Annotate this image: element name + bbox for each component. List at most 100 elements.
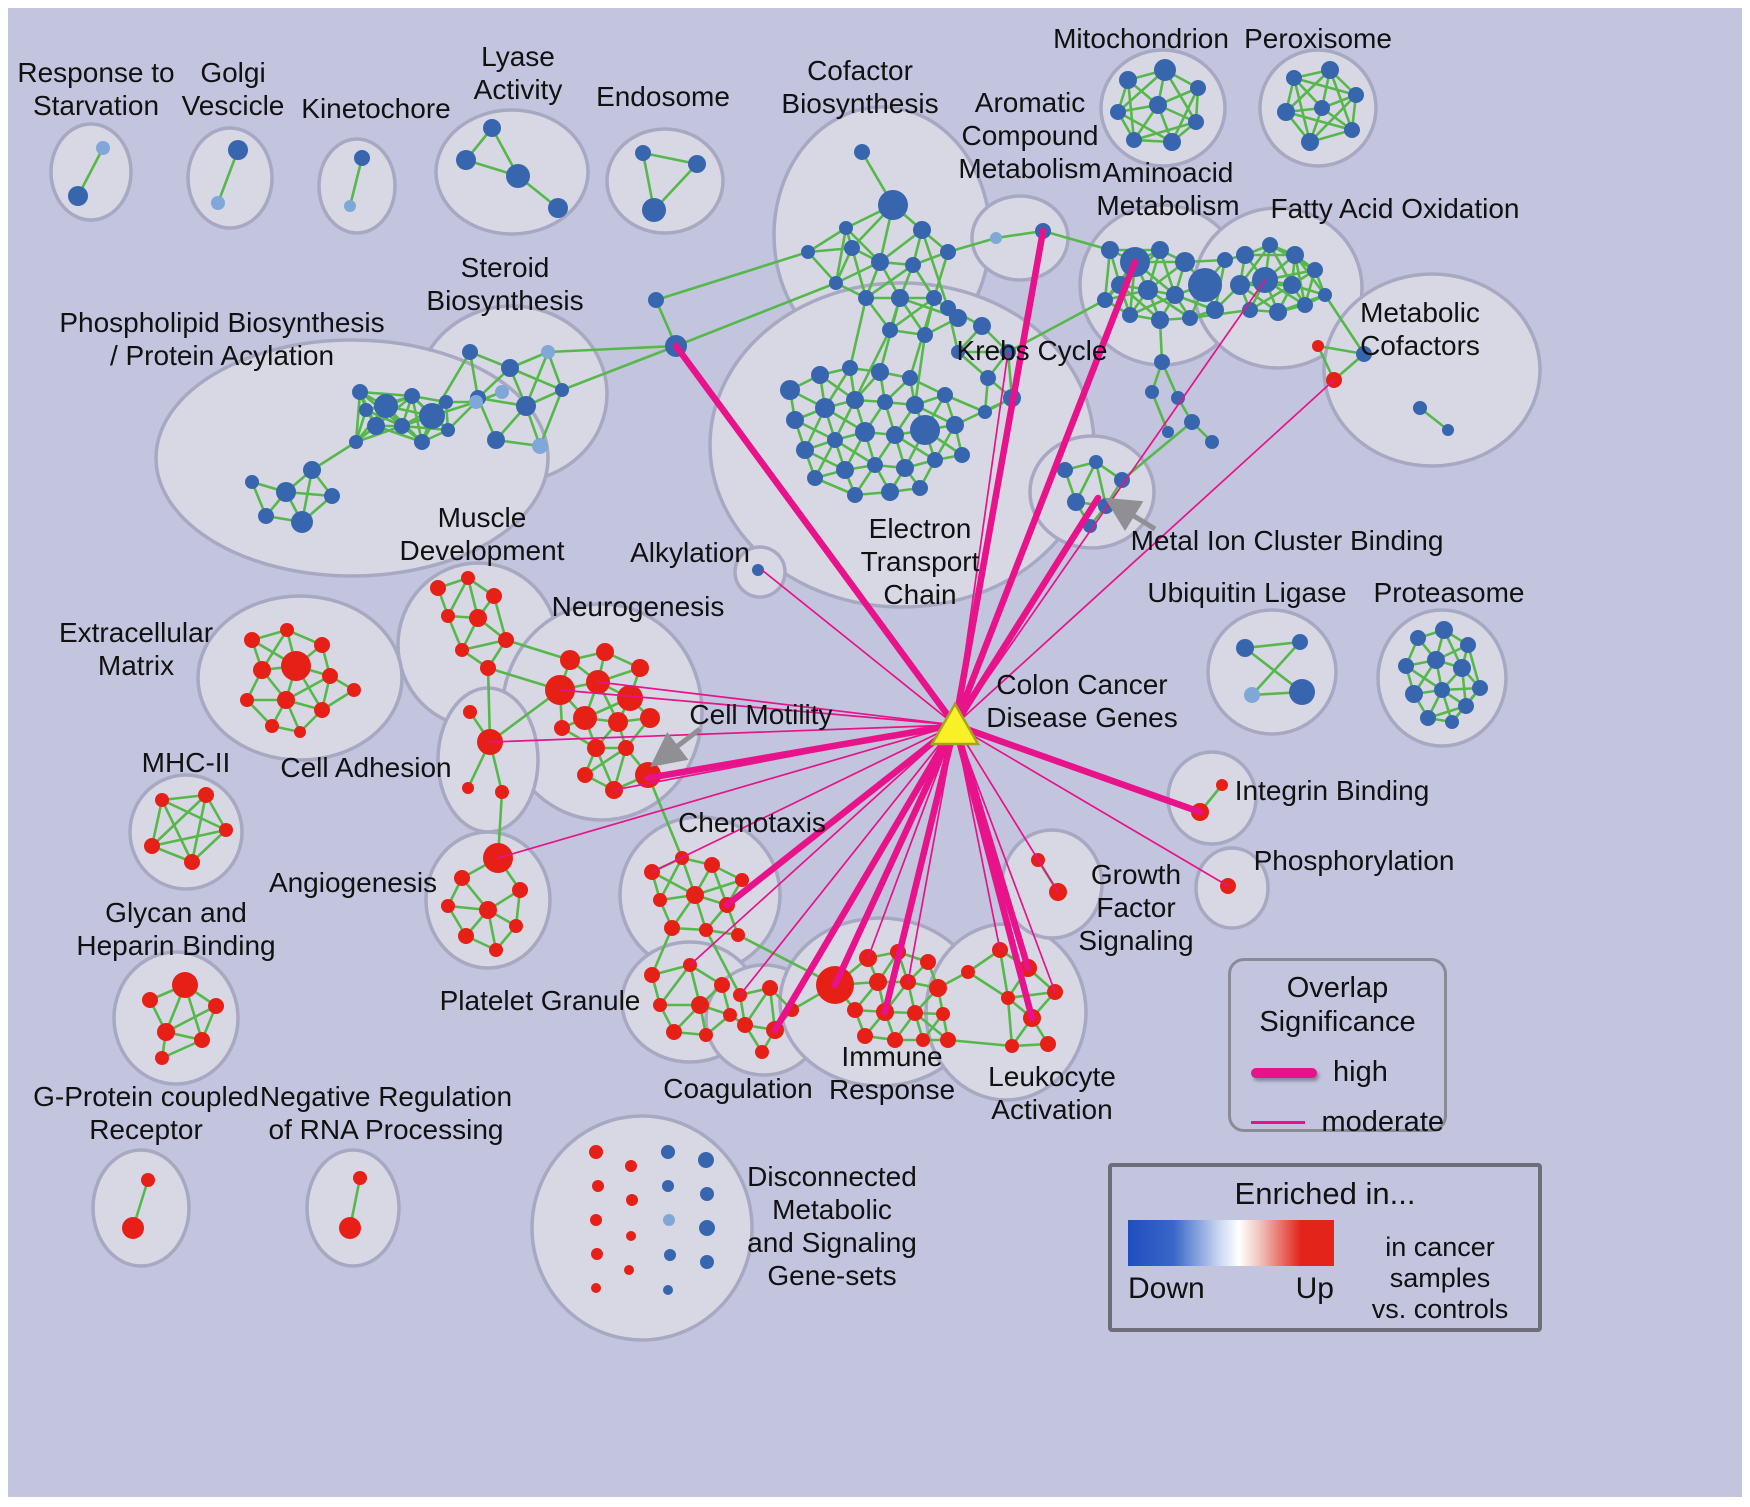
cluster-label-growth-factor-signaling: Factor [1096, 892, 1175, 923]
cluster-label-phosphorylation: Phosphorylation [1254, 845, 1455, 876]
overlap-edge-moderate [597, 681, 956, 726]
network-node [871, 253, 889, 271]
cluster-label-phospholipid-biosynthesis: Phospholipid Biosynthesis [59, 307, 384, 338]
network-node [910, 415, 940, 445]
network-node [122, 1217, 144, 1239]
network-node [1286, 246, 1304, 264]
cluster-label-aminoacid-metabolism: Aminoacid [1103, 157, 1234, 188]
legend-enriched-note: in cancer samples vs. controls [1352, 1220, 1528, 1325]
network-node [686, 886, 704, 904]
network-node [501, 359, 519, 377]
network-node [815, 398, 835, 418]
network-node [936, 1007, 950, 1021]
cluster-label-golgi-vescicle: Vescicle [182, 90, 285, 121]
network-node [1114, 472, 1130, 488]
network-node [1154, 59, 1176, 81]
network-node [1151, 241, 1169, 259]
network-node [454, 870, 470, 886]
network-node [441, 899, 455, 913]
green-edge [806, 226, 848, 254]
network-node [1262, 237, 1278, 253]
green-edge [834, 226, 848, 285]
network-node [635, 145, 651, 161]
network-node [1297, 297, 1313, 313]
network-node [617, 685, 643, 711]
network-node [506, 164, 530, 188]
network-node [1188, 268, 1222, 302]
cluster-label-neurogenesis: Neurogenesis [552, 591, 725, 622]
network-node [322, 668, 338, 684]
network-node [1348, 87, 1364, 103]
network-node [374, 394, 398, 418]
network-node [978, 405, 992, 419]
overlap-edge-high [881, 721, 959, 1016]
cluster-label-phospholipid-biosynthesis: / Protein Acylation [110, 340, 334, 371]
network-node [1097, 292, 1113, 308]
network-node [1286, 70, 1302, 86]
network-node [480, 660, 496, 676]
cluster-label-immune-response: Immune [841, 1041, 942, 1072]
hub-layer [929, 701, 981, 746]
overlap-edge-moderate [954, 379, 1335, 726]
network-node [902, 370, 918, 386]
network-node [184, 854, 200, 870]
network-node [1312, 340, 1324, 352]
cluster-label-growth-factor-signaling: Signaling [1078, 925, 1193, 956]
network-node [487, 431, 505, 449]
cluster-label-proteasome: Proteasome [1374, 577, 1525, 608]
network-node [920, 954, 936, 970]
network-node [1458, 698, 1474, 714]
network-node [394, 418, 410, 434]
overlap-edge-high [771, 721, 959, 1034]
network-node [700, 1255, 714, 1269]
network-node [142, 992, 158, 1008]
legend-enriched-title: Enriched in... [1234, 1176, 1416, 1211]
network-node [1083, 519, 1097, 533]
network-node [1356, 346, 1372, 362]
network-node [1307, 262, 1323, 278]
cluster-label-negative-regulation-rna: Negative Regulation [260, 1081, 512, 1112]
network-node [280, 623, 294, 637]
network-node [663, 1214, 675, 1226]
cluster-bubble-aromatic-compound-metabolism [970, 194, 1070, 282]
pointer-arrow-1 [650, 727, 702, 768]
high-significance-line-sample [1251, 1067, 1317, 1078]
note-line3: vs. controls [1371, 1294, 1509, 1324]
overlap-edge-moderate [954, 724, 1229, 887]
cluster-label-aromatic-compound-metabolism: Metabolism [958, 153, 1101, 184]
green-edge [354, 390, 362, 444]
network-node [912, 480, 928, 496]
arrows-layer [650, 497, 1157, 768]
network-node [1314, 100, 1330, 116]
moderate-significance-label: moderate [1321, 1106, 1444, 1138]
network-node [1321, 61, 1339, 79]
green-edge [1308, 93, 1358, 144]
cluster-label-cofactor-biosynthesis: Cofactor [807, 55, 913, 86]
green-edge [446, 576, 470, 618]
green-edge [1120, 420, 1194, 482]
cluster-label-chemotaxis: Chemotaxis [678, 807, 826, 838]
network-node [462, 344, 478, 360]
green-edge [913, 333, 927, 407]
network-node [1119, 71, 1137, 89]
network-node [495, 785, 509, 799]
network-node [961, 965, 975, 979]
network-node [699, 923, 713, 937]
network-node [836, 461, 854, 479]
network-node [68, 186, 88, 206]
overlap-edge-high [951, 227, 1047, 729]
cluster-bubble-kinetochore [317, 137, 397, 235]
network-node [314, 702, 330, 718]
cluster-label-negative-regulation-rna: of RNA Processing [269, 1114, 504, 1145]
up-label: Up [1295, 1272, 1334, 1305]
green-edge [650, 926, 674, 977]
network-node [881, 483, 899, 501]
green-edge [546, 344, 678, 354]
network-node [354, 150, 370, 166]
network-node [219, 823, 233, 837]
network-node [516, 396, 536, 416]
cluster-label-golgi-vescicle: Golgi [200, 57, 265, 88]
overlap-edges-layer [489, 227, 1335, 1034]
network-node [1301, 133, 1319, 151]
cluster-label-muscle-development: Muscle [438, 502, 527, 533]
